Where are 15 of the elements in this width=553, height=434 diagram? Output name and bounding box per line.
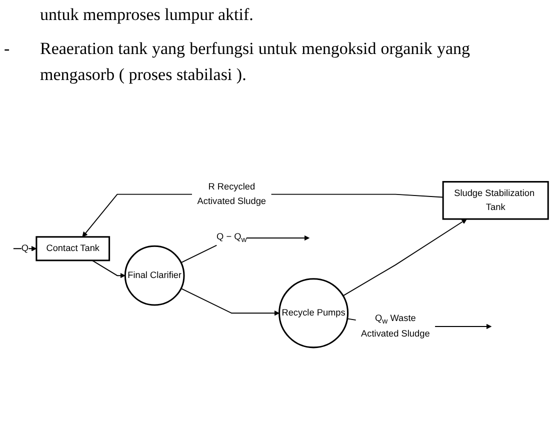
list-bullet: - bbox=[4, 38, 11, 60]
paragraph-text: Reaeration tank yang berfungsi untuk mengoksid organik yang mengasorb ( proses stabilasi ). bbox=[40, 38, 470, 86]
edge-label: Q − Q$_{w}$ bbox=[216, 230, 247, 246]
clarifier-circle: Final Clarifier bbox=[124, 245, 185, 306]
edge-label: Q bbox=[21, 242, 28, 256]
arrow bbox=[12, 246, 37, 252]
arrow bbox=[342, 218, 467, 296]
tank-box: Contact Tank bbox=[36, 236, 110, 262]
pump-circle: Recycle Pumps bbox=[278, 278, 349, 348]
tank-box: Sludge Stabilization Tank bbox=[442, 181, 549, 220]
arrow bbox=[180, 288, 280, 316]
edge-label: R Recycled Activated Sludge bbox=[192, 180, 272, 208]
edge-label: Q$_{w}$ Waste Activated Sludge bbox=[356, 312, 436, 341]
arrow bbox=[92, 260, 126, 278]
paragraph-text: untuk memproses lumpur aktif. bbox=[40, 4, 254, 26]
